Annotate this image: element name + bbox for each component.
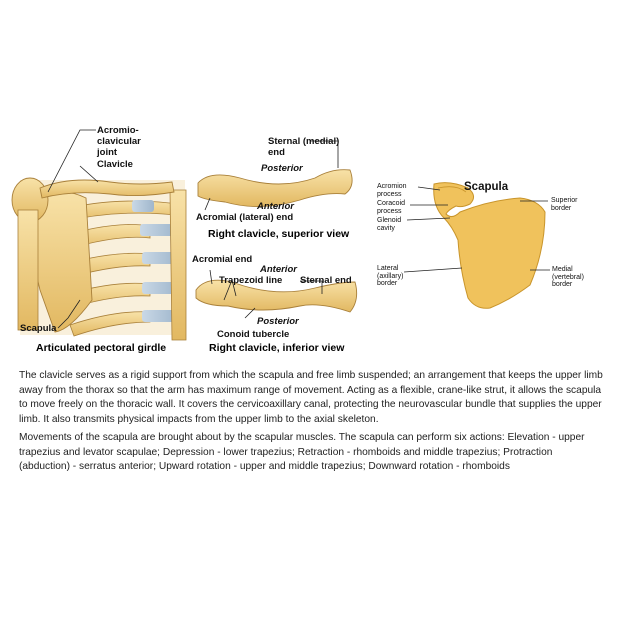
anatomy-figure: Acromio- clavicular joint Clavicle Scapu… — [11, 125, 584, 354]
superior-border-label: Superior border — [551, 197, 578, 212]
clavicle-label: Clavicle — [97, 159, 133, 170]
clavicle-inferior-caption: Right clavicle, inferior view — [209, 342, 345, 354]
paragraph-clavicle: The clavicle serves as a rigid support f… — [19, 370, 603, 425]
acromion-process-label: Acromion process — [377, 183, 407, 198]
sternal-medial-end-label: Sternal (medial) end — [268, 136, 340, 158]
acromial-lateral-end-label: Acromial (lateral) end — [196, 212, 294, 223]
clavicle-superior-drawing — [197, 169, 353, 207]
clavicle-superior-caption: Right clavicle, superior view — [208, 228, 350, 240]
scapula-label-left: Scapula — [20, 323, 57, 334]
clavicle-inferior-drawing — [195, 279, 358, 313]
scapula-title: Scapula — [464, 181, 509, 193]
scapula-drawing — [433, 182, 546, 309]
acromial-end-label: Acromial end — [192, 254, 253, 265]
trapezoid-line-label: Trapezoid line — [219, 275, 283, 286]
posterior-label-inferior: Posterior — [257, 316, 299, 327]
anatomy-illustration — [11, 129, 550, 341]
sternal-end-label: Sternal end — [300, 275, 352, 286]
anterior-label-inferior: Anterior — [260, 264, 297, 275]
articulated-girdle-caption: Articulated pectoral girdle — [36, 342, 167, 354]
coracoid-process-label: Coracoid process — [377, 200, 406, 215]
medial-border-label: Medial (vertebral) border — [552, 266, 584, 288]
leader-lines — [47, 129, 550, 329]
acromioclavicular-joint-label: Acromio- clavicular joint — [97, 125, 141, 158]
glenoid-cavity-label: Glenoid cavity — [377, 217, 402, 232]
anterior-label-superior: Anterior — [257, 201, 294, 212]
lateral-border-label: Lateral (axillary) border — [377, 265, 404, 287]
conoid-tubercle-label: Conoid tubercle — [217, 329, 290, 340]
posterior-label-superior: Posterior — [261, 163, 303, 174]
paragraph-scapula-movements: Movements of the scapula are brought abo… — [19, 432, 585, 473]
articulated-girdle-drawing — [11, 177, 187, 341]
